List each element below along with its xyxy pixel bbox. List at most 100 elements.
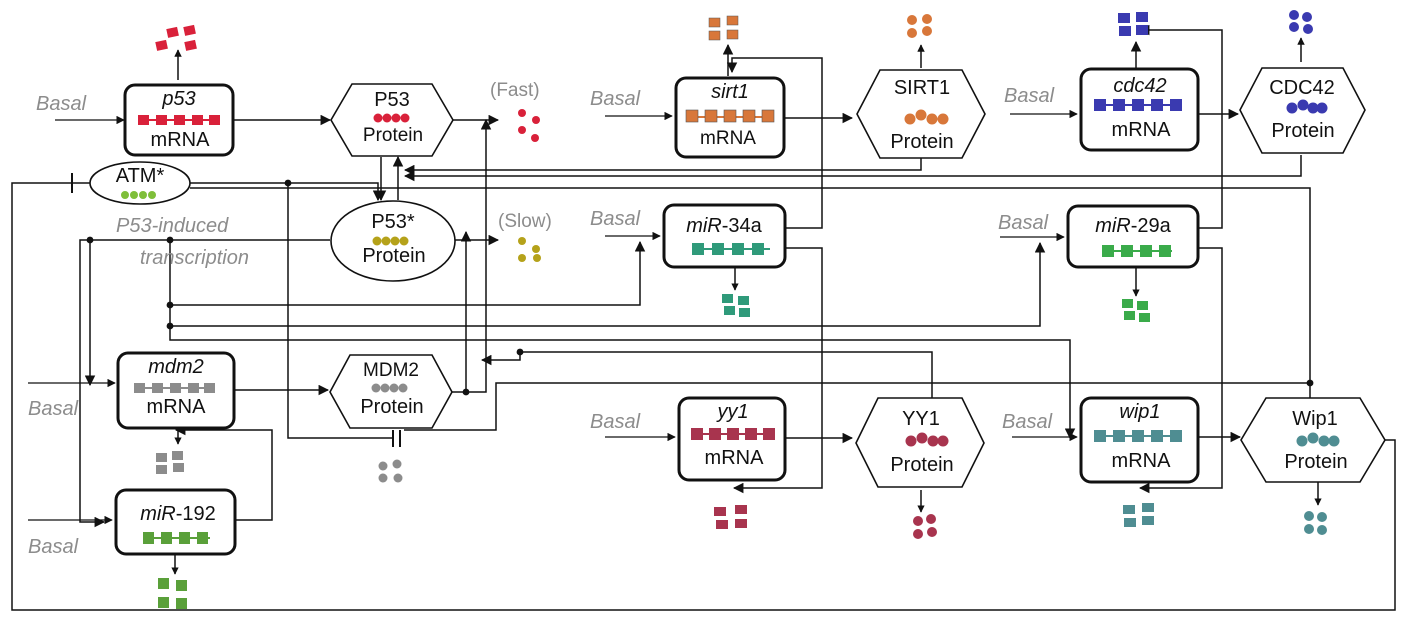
node-wip1-protein[interactable]: Wip1 Protein <box>1240 397 1386 483</box>
mir34a-prefix: miR <box>686 215 722 237</box>
atm-glyph <box>121 191 156 199</box>
junction-dot <box>166 236 174 244</box>
junction-dot <box>166 322 174 330</box>
mir29a-suffix: -29a <box>1131 215 1172 237</box>
node-sirt1-mrna[interactable]: sirt1 mRNA <box>674 76 786 159</box>
sirt1-mrna-fragments-icon <box>708 15 739 41</box>
mdm2-protein-glyph <box>371 383 408 393</box>
mdm2-mrna-glyph <box>134 383 215 393</box>
junction-dot <box>462 388 470 396</box>
node-cdc42-protein[interactable]: CDC42 Protein <box>1239 67 1366 154</box>
p53-fast-fragments-icon <box>518 109 540 142</box>
cdc42-mrna-fragments-icon <box>1118 12 1148 36</box>
edge-atm-to-p53active <box>190 182 384 202</box>
p53-mrna-glyph <box>138 115 220 125</box>
cdc42-protein-kind: Protein <box>1271 120 1334 142</box>
edge-mir29a-to-wip1mrna <box>1138 247 1223 494</box>
junction-dot <box>284 179 292 187</box>
p53-slow-fragments-icon <box>518 237 541 262</box>
sirt1-mrna-glyph <box>685 109 775 123</box>
mdm2-protein-name: MDM2 <box>363 360 419 381</box>
edge-mir34a-to-sirt1mrna <box>726 57 823 229</box>
junction-dot <box>86 236 94 244</box>
node-atm[interactable]: ATM* <box>89 161 191 205</box>
node-p53-mrna[interactable]: p53 mRNA <box>123 83 235 157</box>
edge-wip1-to-mdm2 <box>404 382 1310 431</box>
mdm2-mrna-kind: mRNA <box>147 396 207 418</box>
basal-label-sirt1: Basal <box>590 88 641 110</box>
cdc42-protein-glyph <box>1286 99 1328 114</box>
node-sirt1-protein[interactable]: SIRT1 Protein <box>856 69 986 159</box>
basal-label-p53: Basal <box>36 93 87 115</box>
cdc42-mrna-glyph <box>1094 99 1182 111</box>
mir34a-label: miR-34a <box>686 215 762 237</box>
edge-sirt1-to-p53 <box>403 158 922 176</box>
node-mir34a[interactable]: miR-34a <box>662 203 787 269</box>
mir34a-fragments-icon <box>722 294 750 317</box>
p53-active-name: P53* <box>371 211 415 233</box>
node-mir192[interactable]: miR-192 <box>114 488 237 556</box>
mir29a-prefix: miR <box>1095 215 1131 237</box>
yy1-protein-glyph <box>905 432 949 447</box>
wip1-protein-kind: Protein <box>1284 451 1347 473</box>
node-mir29a[interactable]: miR-29a <box>1066 204 1200 269</box>
basal-labels: Basal Basal Basal Basal Basal Basal Basa… <box>28 85 1055 558</box>
wip1-protein-name: Wip1 <box>1292 408 1338 430</box>
edge-yy1-to-mdm2 <box>480 351 933 398</box>
yy1-protein-kind: Protein <box>890 454 953 476</box>
edges <box>11 24 1396 611</box>
cdc42-mrna-gene: cdc42 <box>1113 75 1166 97</box>
p53-active-glyph <box>372 236 409 246</box>
mdm2-mrna-fragments-icon <box>156 451 184 474</box>
yy1-mrna-kind: mRNA <box>705 447 765 469</box>
yy1-protein-name: YY1 <box>902 408 940 430</box>
node-cdc42-mrna[interactable]: cdc42 mRNA <box>1079 67 1200 152</box>
junction-dot <box>1306 379 1314 387</box>
p53-active-kind: Protein <box>362 245 425 267</box>
edge-mdm2-to-p53active <box>452 230 472 393</box>
yy1-mrna-gene: yy1 <box>715 401 748 423</box>
sirt1-protein-kind: Protein <box>890 131 953 153</box>
edge-atm-to-mdm2-degradation <box>287 183 393 439</box>
sirt1-protein-name: SIRT1 <box>894 77 950 99</box>
basal-label-wip1: Basal <box>1002 411 1053 433</box>
basal-label-mir34a: Basal <box>590 208 641 230</box>
node-p53-active-protein[interactable]: P53* Protein <box>330 200 456 282</box>
p53-induced-label: P53-induced <box>116 215 229 237</box>
mir29a-glyph <box>1102 245 1172 257</box>
degradation-products <box>155 10 1327 609</box>
cdc42-mrna-kind: mRNA <box>1112 119 1172 141</box>
mir192-suffix: -192 <box>176 503 216 525</box>
p53-mrna-kind: mRNA <box>151 129 211 151</box>
mdm2-protein-fragments-icon <box>378 459 403 483</box>
node-mdm2-mrna[interactable]: mdm2 mRNA <box>116 351 236 430</box>
atm-name: ATM* <box>116 165 165 187</box>
sirt1-protein-fragments-icon <box>907 14 932 38</box>
mir192-fragments-icon <box>158 578 187 609</box>
edge-cdc42-to-p53 <box>403 155 1302 182</box>
edge-p53-to-mir29a <box>169 241 1046 327</box>
wip1-protein-fragments-icon <box>1304 511 1327 535</box>
node-mdm2-protein[interactable]: MDM2 Protein <box>329 354 453 429</box>
p53-protein-name: P53 <box>374 89 410 111</box>
mir34a-glyph <box>692 243 770 255</box>
rate-fast-label: (Fast) <box>490 80 540 101</box>
node-yy1-mrna[interactable]: yy1 mRNA <box>677 396 787 482</box>
node-p53-protein[interactable]: P53 Protein <box>330 83 454 157</box>
node-wip1-mrna[interactable]: wip1 mRNA <box>1079 396 1200 484</box>
edge-p53-to-wip1 <box>169 326 1076 440</box>
mir192-glyph <box>143 532 210 544</box>
mir29a-label: miR-29a <box>1095 215 1171 237</box>
rate-slow-label: (Slow) <box>498 211 552 232</box>
yy1-mrna-glyph <box>691 428 775 440</box>
edge-p53-to-mir192 <box>79 239 106 528</box>
junction-dot <box>516 348 524 356</box>
basal-label-mir29a: Basal <box>998 212 1049 234</box>
edge-mdm2-to-p53 <box>466 118 492 393</box>
basal-label-cdc42: Basal <box>1004 85 1055 107</box>
edge-mir29a-to-cdc42mrna <box>1138 24 1223 229</box>
transcription-label: transcription <box>140 247 249 269</box>
node-yy1-protein[interactable]: YY1 Protein <box>855 397 985 488</box>
edge-wip1-inhibits-atm <box>11 182 1396 611</box>
p53-mrna-gene: p53 <box>161 88 195 110</box>
